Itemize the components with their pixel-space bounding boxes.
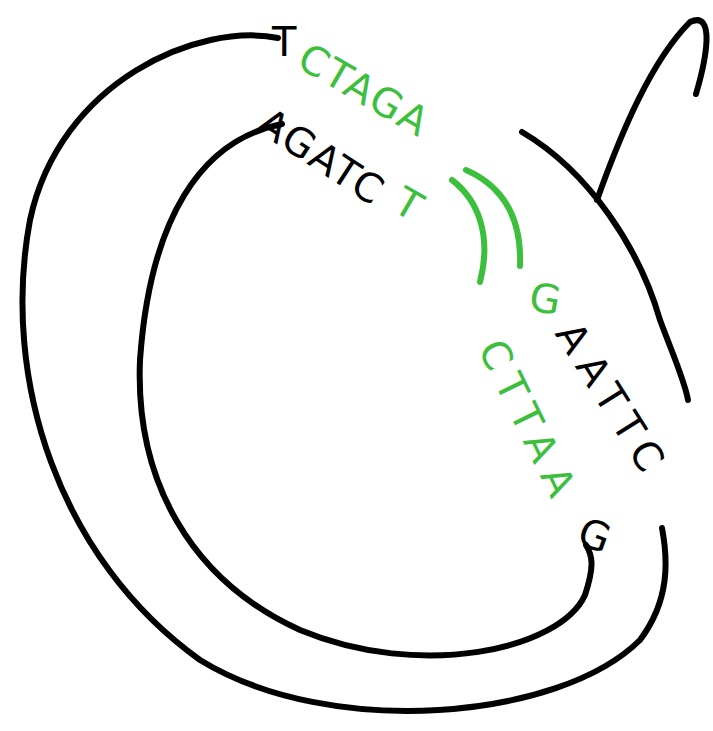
plasmid-outer-strand	[22, 35, 665, 711]
dna-sequence-label: G	[573, 511, 616, 559]
green-curve-arrow	[452, 180, 484, 282]
hook-line	[597, 20, 707, 200]
green-curve-arrow	[466, 170, 520, 266]
dna-sequence-label: T	[388, 181, 429, 228]
dna-sequence-label: T	[272, 22, 296, 62]
dna-sequence-label: G	[527, 276, 564, 321]
dna-sequence-label: AGATC	[251, 101, 392, 212]
